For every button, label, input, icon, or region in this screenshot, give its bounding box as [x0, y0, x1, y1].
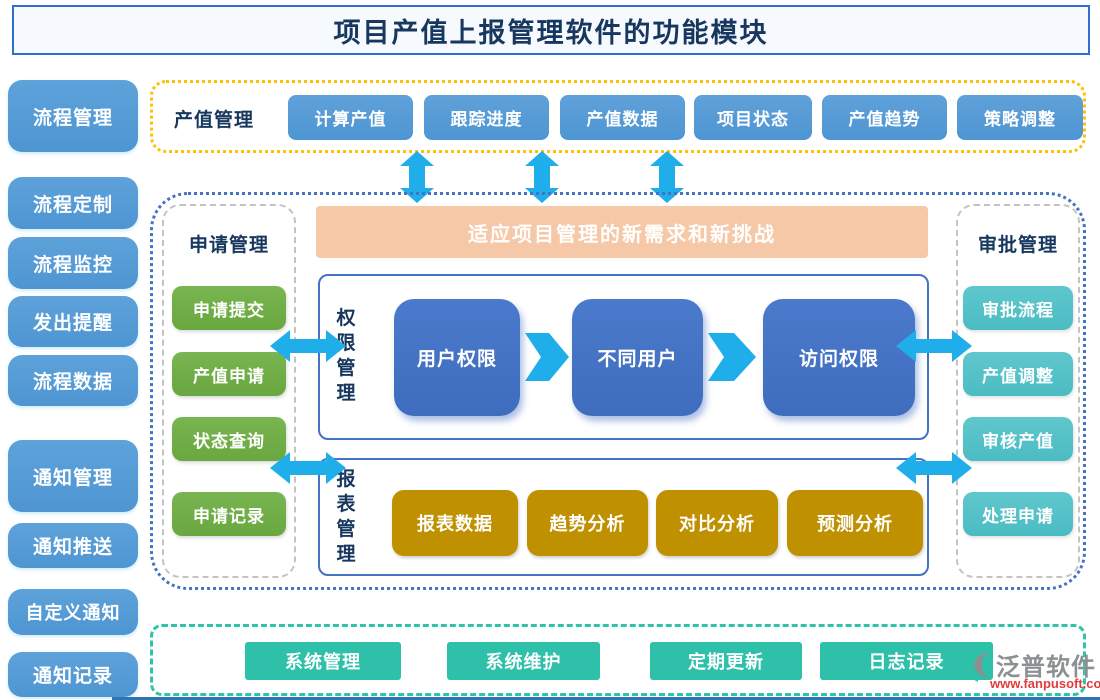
button-system-management[interactable]: 系统管理 — [245, 642, 401, 680]
output-value-section-label: 产值管理 — [173, 110, 254, 131]
sidebar-item-notice-push[interactable]: 通知推送 — [8, 523, 138, 568]
double-arrow-horizontal-icon — [896, 452, 972, 484]
button-project-status[interactable]: 项目状态 — [694, 95, 812, 140]
output-value-section-frame — [150, 80, 1086, 153]
sidebar-item-process-data[interactable]: 流程数据 — [8, 355, 138, 406]
page-title: 项目产值上报管理软件的功能模块 — [333, 17, 769, 48]
system-section-frame — [150, 624, 1086, 696]
core-section-frame — [150, 192, 1086, 590]
button-track-progress[interactable]: 跟踪进度 — [424, 95, 549, 140]
node-user-permission[interactable]: 用户权限 — [394, 299, 520, 416]
double-arrow-vertical-icon — [525, 151, 559, 203]
button-strategy-adjust[interactable]: 策略调整 — [957, 95, 1083, 140]
page-title-bar: 项目产值上报管理软件的功能模块 — [12, 5, 1090, 55]
button-handle-apply[interactable]: 处理申请 — [963, 492, 1073, 536]
double-arrow-horizontal-icon — [270, 452, 346, 484]
sidebar-item-process-custom[interactable]: 流程定制 — [8, 177, 138, 229]
sidebar-item-notice-management[interactable]: 通知管理 — [8, 440, 138, 512]
button-forecast-analysis[interactable]: 预测分析 — [787, 490, 923, 556]
double-arrow-horizontal-icon — [270, 330, 346, 362]
button-approval-flow[interactable]: 审批流程 — [963, 286, 1073, 330]
button-output-adjust[interactable]: 产值调整 — [963, 352, 1073, 396]
button-audit-output[interactable]: 审核产值 — [963, 417, 1073, 461]
approval-column-frame: 审批管理 — [956, 204, 1080, 578]
node-access-permission[interactable]: 访问权限 — [763, 299, 915, 416]
double-arrow-horizontal-icon — [896, 330, 972, 362]
node-different-users[interactable]: 不同用户 — [572, 299, 703, 416]
vendor-logo: 泛普软件 www.fanpusoft.com — [960, 645, 1100, 695]
button-report-data[interactable]: 报表数据 — [392, 490, 518, 556]
report-box-title: 报表管理 — [336, 469, 356, 566]
button-status-query[interactable]: 状态查询 — [172, 417, 286, 461]
button-calc-output[interactable]: 计算产值 — [288, 95, 413, 140]
sidebar-item-process-monitor[interactable]: 流程监控 — [8, 237, 138, 289]
button-apply-record[interactable]: 申请记录 — [172, 492, 286, 536]
button-output-trend[interactable]: 产值趋势 — [822, 95, 947, 140]
sidebar-item-notice-record[interactable]: 通知记录 — [8, 652, 138, 697]
sidebar-item-send-reminder[interactable]: 发出提醒 — [8, 296, 138, 347]
button-output-apply[interactable]: 产值申请 — [172, 352, 286, 396]
vendor-logo-text: 泛普软件 — [996, 654, 1096, 681]
approval-column-title: 审批管理 — [977, 235, 1058, 256]
button-system-maintain[interactable]: 系统维护 — [447, 642, 600, 680]
vendor-logo-url: www.fanpusoft.com — [990, 676, 1100, 691]
application-column-frame: 申请管理 — [162, 204, 296, 578]
double-arrow-vertical-icon — [650, 151, 684, 203]
application-column-title: 申请管理 — [188, 235, 269, 256]
fanpu-logo-icon — [962, 648, 990, 682]
permission-box-title: 权限管理 — [336, 308, 356, 405]
button-output-data[interactable]: 产值数据 — [560, 95, 685, 140]
button-apply-submit[interactable]: 申请提交 — [172, 286, 286, 330]
sidebar-item-custom-notice[interactable]: 自定义通知 — [8, 589, 138, 635]
button-compare-analysis[interactable]: 对比分析 — [656, 490, 778, 556]
double-arrow-vertical-icon — [400, 151, 434, 203]
button-periodic-update[interactable]: 定期更新 — [650, 642, 802, 680]
flow-arrow-right-icon — [708, 333, 756, 381]
adaptation-banner: 适应项目管理的新需求和新挑战 — [316, 206, 928, 258]
sidebar-item-process-management[interactable]: 流程管理 — [8, 80, 138, 152]
button-trend-analysis[interactable]: 趋势分析 — [527, 490, 648, 556]
flow-arrow-right-icon — [525, 333, 569, 381]
bottom-divider — [112, 697, 1100, 700]
